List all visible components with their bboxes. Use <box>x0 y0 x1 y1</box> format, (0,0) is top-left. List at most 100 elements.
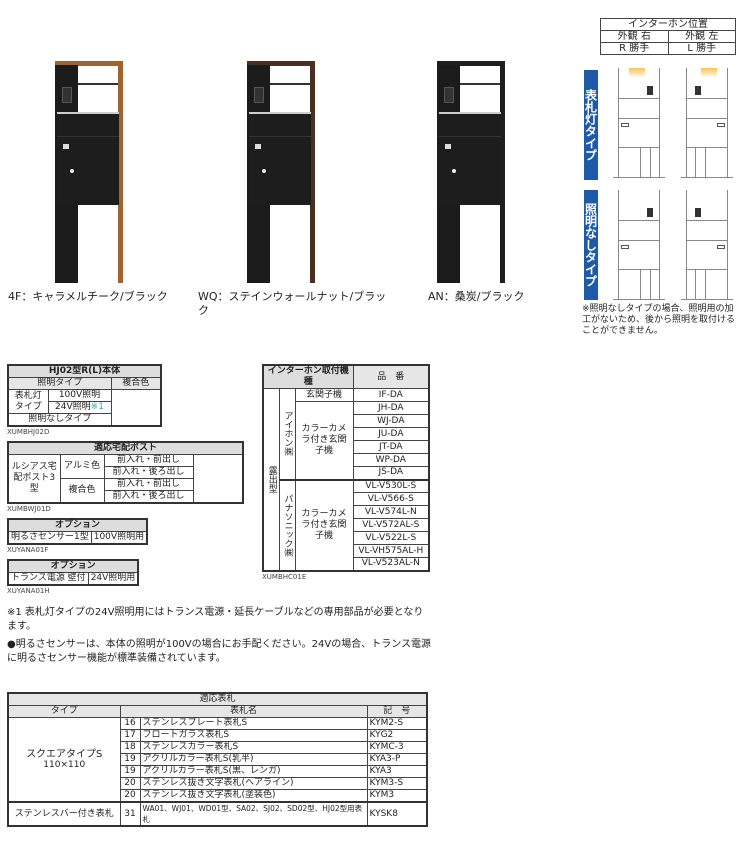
part-no: VL-V522L-S <box>352 531 430 545</box>
intercom-position-title: インターホン位置 <box>600 18 736 31</box>
page-no: 18 <box>119 741 141 754</box>
nameplate-code: KYA3-P <box>366 753 428 766</box>
nameplate-code: KYSK8 <box>366 801 428 827</box>
header-code: 記 号 <box>366 705 428 718</box>
table-code: XUMBHJ02D <box>7 428 50 436</box>
type-lamp: 表札灯タイプ <box>7 389 49 414</box>
col-composite: 複合色 <box>110 377 162 390</box>
table-code: XUMBHC01E <box>262 572 307 581</box>
view-left: 外観 左 <box>667 30 736 43</box>
diagram-lamp-left <box>681 68 733 178</box>
body-table-title: HJ02型R(L)本体 <box>7 364 162 378</box>
nameplate-code: KYM3-S <box>366 777 428 790</box>
color-aluminum: アルミ色 <box>59 454 105 479</box>
nameplate-name: ステンレスカラー表札S <box>139 741 368 754</box>
header-part-no: 品 番 <box>352 364 430 389</box>
opt-24v: 24V照明 <box>55 402 91 412</box>
variant: 前入れ・前出し <box>103 478 194 491</box>
option-title: オプション <box>7 518 148 532</box>
page-no: 20 <box>119 777 141 790</box>
part-no: IF-DA <box>352 388 430 402</box>
page-no: 16 <box>119 717 141 730</box>
table-code: XUYANA01F <box>7 546 49 554</box>
maker-aiphone: アイホン㈱ <box>278 388 296 480</box>
part-no: VL-V523AL-N <box>352 557 430 571</box>
nameplate-name: アクリルカラー表札S(黒、レンガ) <box>139 765 368 778</box>
type-size: 110×110 <box>43 759 86 770</box>
opt-100v: 100V照明 <box>47 389 112 402</box>
variant: 前入れ・後ろ出し <box>103 490 194 504</box>
option-value: 100V照明用 <box>90 531 148 545</box>
product-image-wq <box>247 61 315 283</box>
diagram-nolight-right <box>613 190 665 300</box>
header-type: タイプ <box>7 705 121 718</box>
note-mark: ※1 <box>90 402 104 412</box>
color-composite: 複合色 <box>59 478 105 504</box>
post-table: 適応宅配ポスト ルシアス宅配ポスト3型アルミ色前入れ・前出し 前入れ・後ろ出し … <box>7 441 244 504</box>
option-name: トランス電源 壁付 <box>7 572 89 586</box>
variant: 前入れ・前出し <box>103 454 194 467</box>
no-light-note: ※照明なしタイプの場合、照明用の加工がないため、後から照明を取付けることができま… <box>582 304 736 336</box>
page-no: 17 <box>119 729 141 742</box>
part-no: VL-V572AL-S <box>352 518 430 532</box>
note-24v: ※1 表札灯タイプの24V照明用にはトランス電源・延長ケーブルなどの専用部品が必… <box>7 607 424 632</box>
type-no-light: 照明なしタイプ <box>7 413 112 427</box>
col-lighting-type: 照明タイプ <box>7 377 112 390</box>
type-square: スクエアタイプS <box>26 748 103 760</box>
product-caption: 4F：キャラメルチーク/ブラック <box>8 290 168 303</box>
part-no: VL-VH575AL-H <box>352 544 430 558</box>
page-no: 31 <box>119 801 141 827</box>
nameplate-name: WA01、WJ01、WD01型、SA02、SJ02、SD02型、HJ02型用表札 <box>139 801 368 827</box>
type-bar: ステンレスバー付き表札 <box>7 801 121 827</box>
post-table-title: 適応宅配ポスト <box>7 441 244 455</box>
product-caption: AN：桑炭/ブラック <box>428 290 525 303</box>
part-no: VL-V566-S <box>352 492 430 506</box>
part-no: JH-DA <box>352 401 430 415</box>
part-no: JS-DA <box>352 466 430 480</box>
product-image-an <box>437 61 505 283</box>
part-no: VL-V574L-N <box>352 505 430 519</box>
label-lamp-type: 表札灯タイプ <box>584 70 598 180</box>
variant: 前入れ・後ろ出し <box>103 466 194 479</box>
page-no: 20 <box>119 789 141 803</box>
part-no: JU-DA <box>352 427 430 441</box>
nameplate-code: KYM3 <box>366 789 428 803</box>
table-code: XUMBWJ01D <box>7 505 51 513</box>
nameplate-code: KYA3 <box>366 765 428 778</box>
nameplate-code: KYM2-S <box>366 717 428 730</box>
part-no: WJ-DA <box>352 414 430 428</box>
nameplate-title: 適応表札 <box>7 692 428 706</box>
option-name: 明るさセンサー1型 <box>7 531 92 545</box>
header-name: 表札名 <box>119 705 368 718</box>
view-right: 外観 右 <box>600 30 669 43</box>
hand-left: L 勝手 <box>667 42 736 55</box>
entrance-unit: 玄関子機 <box>294 388 354 402</box>
table-code: XUYANA01H <box>7 587 50 595</box>
maker-panasonic: パナソニック㈱ <box>278 479 296 571</box>
part-no: WP-DA <box>352 453 430 467</box>
product-caption: WQ：ステインウォールナット/ブラック <box>198 290 387 317</box>
nameplate-name: ステンレス抜き文字表札(塗装色) <box>139 789 368 803</box>
nameplate-name: アクリルカラー表札S(乳半) <box>139 753 368 766</box>
nameplate-code: KYMC-3 <box>366 741 428 754</box>
part-no: JT-DA <box>352 440 430 454</box>
post-name: ルシアス宅配ポスト3型 <box>7 454 61 504</box>
page-no: 19 <box>119 765 141 778</box>
camera-unit: カラーカメラ付き玄関子機 <box>294 479 354 571</box>
hand-right: R 勝手 <box>600 42 669 55</box>
option-value: 24V照明用 <box>87 572 139 586</box>
product-image-4f <box>55 61 123 283</box>
nameplate-name: ステンレス抜き文字表札(ヘアライン) <box>139 777 368 790</box>
page-no: 19 <box>119 753 141 766</box>
camera-unit: カラーカメラ付き玄関子機 <box>294 401 354 480</box>
nameplate-name: フロートガラス表札S <box>139 729 368 742</box>
nameplate-name: ステンレスプレート表札S <box>139 717 368 730</box>
nameplate-code: KYG2 <box>366 729 428 742</box>
